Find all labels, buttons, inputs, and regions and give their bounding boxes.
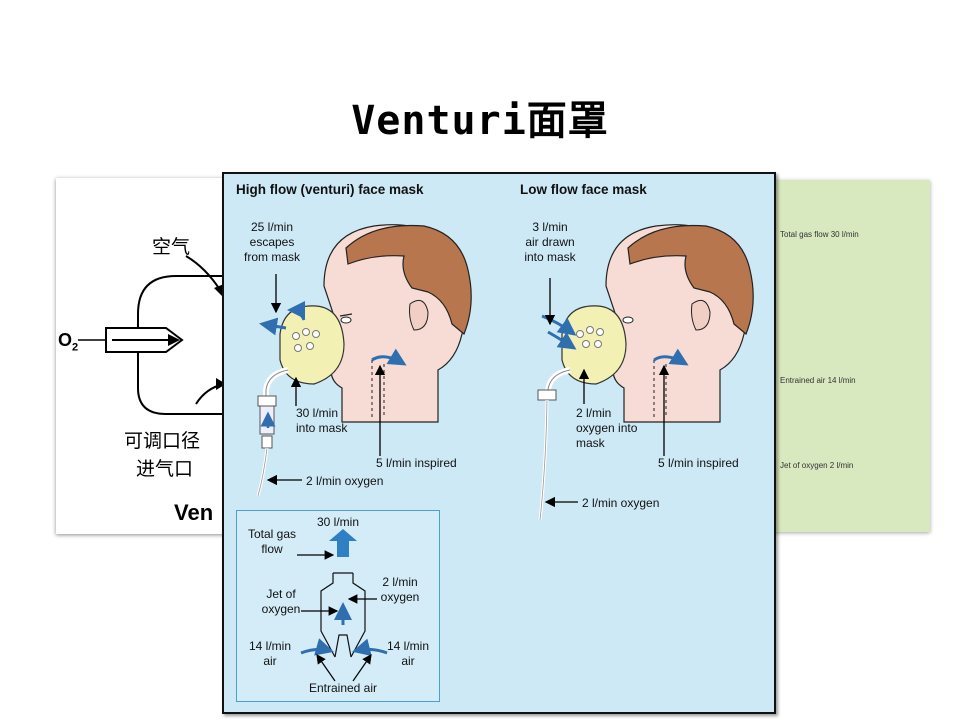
green-flow-figure: Total gas flow 30 l/min Entrained air 14… — [760, 180, 930, 532]
air-label: 空气 — [152, 236, 191, 258]
face-mask-comparison-figure: High flow (venturi) face mask Low flow f… — [222, 172, 776, 714]
high-escapes-label: 25 l/min escapes from mask — [243, 220, 300, 264]
high-oxygen-label: 2 l/min oxygen — [306, 474, 384, 488]
venturi-inset: 30 l/min Total gas flow Jet of oxygen 2 … — [236, 510, 440, 702]
inset-total-flow-value: 30 l/min — [317, 515, 360, 529]
low-flow-head — [605, 224, 754, 423]
low-air-drawn-label: 3 l/min air drawn into mask — [524, 220, 576, 264]
high-flow-title: High flow (venturi) face mask — [236, 182, 424, 197]
low-oxygen-label: 2 l/min oxygen — [582, 496, 660, 510]
inset-oxygen-label: 2 l/min oxygen — [380, 575, 420, 604]
inset-entrained-label: Entrained air — [308, 681, 378, 695]
high-flow-mask — [256, 301, 407, 497]
adjustable-port-label-line1: 可调口径 — [124, 430, 201, 452]
low-flow-mask — [537, 305, 689, 521]
slide-title: Venturi面罩 — [351, 98, 609, 144]
green-label-entrained: Entrained air 14 l/min — [780, 376, 856, 385]
venturi-diagram-drawing — [78, 255, 256, 415]
high-inspired-label: 5 l/min inspired — [376, 456, 457, 470]
green-label-total: Total gas flow 30 l/min — [780, 230, 859, 239]
green-label-jet: Jet of oxygen 2 l/min — [780, 461, 854, 470]
high-flow-head — [323, 224, 472, 423]
face-mask-drawing — [256, 224, 754, 521]
inset-air-left-label: 14 l/min air — [248, 639, 292, 668]
venturi-inset-drawing — [297, 529, 388, 682]
high-into-mask-label: 30 l/min into mask — [296, 406, 348, 435]
inset-air-right-label: 14 l/min air — [386, 639, 430, 668]
low-oxygen-into-mask-label: 2 l/min oxygen into mask — [576, 406, 638, 450]
o2-label: O2 — [58, 330, 79, 354]
inset-jet-label: Jet of oxygen — [261, 587, 301, 616]
adjustable-port-label-line2: 进气口 — [136, 458, 194, 480]
low-inspired-label: 5 l/min inspired — [658, 456, 739, 470]
left-figure-caption: Ven — [174, 500, 214, 525]
low-flow-title: Low flow face mask — [520, 182, 647, 197]
inset-total-gas-label: Total gas flow — [247, 527, 297, 556]
